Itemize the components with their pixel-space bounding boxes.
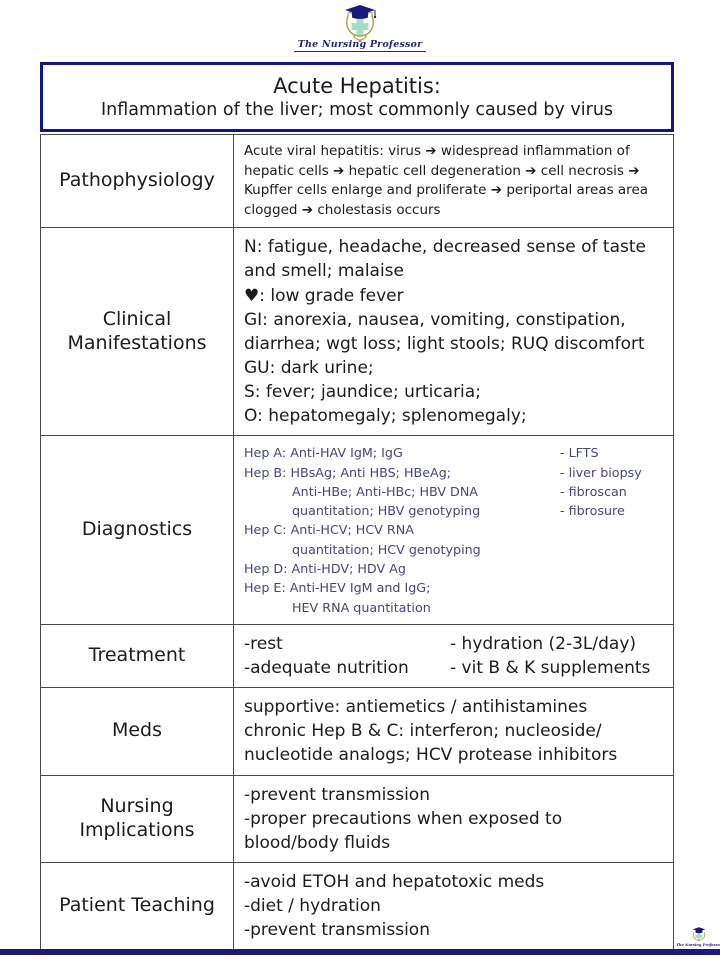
body-line: Hep C: Anti-HCV; HCV RNA [244,522,414,538]
body-line: - hydration (2-3L/day) [450,633,637,654]
treatment-right-column: - hydration (2-3L/day) - vit B & K suppl… [444,632,667,680]
body-line: -proper precautions when exposed to [244,808,563,829]
body-line: quantitation; HBV genotyping [292,503,481,519]
body-line: -avoid ETOH and hepatotoxic meds [244,871,545,892]
page-title: Acute Hepatitis: [273,73,441,98]
table-row: Pathophysiology Acute viral hepatitis: v… [40,133,674,229]
row-label-line: Clinical [102,308,172,330]
body-line: HEV RNA quantitation [292,599,431,615]
row-body-diagnostics: Hep A: Anti-HAV IgM; IgG Hep B: HBsAg; A… [233,435,674,625]
body-line: - liver biopsy [560,464,642,480]
row-body-meds: supportive: antiemetics / antihistamines… [233,687,674,776]
row-label-line: Nursing [100,794,174,817]
body-line: nucleotide analogs; HCV protease inhibit… [244,745,618,766]
body-line: -rest [244,633,283,654]
body-line: chronic Hep B & C: interferon; nucleosid… [244,721,602,742]
row-label-diagnostics: Diagnostics [40,435,234,625]
body-line: Acute viral hepatitis: virus ➔ widesprea… [244,143,630,159]
row-body-pathophysiology: Acute viral hepatitis: virus ➔ widesprea… [233,133,674,229]
table-row: Diagnostics Hep A: Anti-HAV IgM; IgG Hep… [40,435,674,625]
body-line: supportive: antiemetics / antihistamines [244,697,588,718]
body-line: GU: dark urine; [244,357,374,378]
body-line: - fibrosure [560,503,625,519]
row-label-line: Implications [79,818,195,841]
body-line: -diet / hydration [244,896,381,917]
body-line: blood/body fluids [244,832,391,853]
graduation-cap-medical-cross-stethoscope-logo-icon [334,2,386,42]
page-subtitle: Inflammation of the liver; most commonly… [100,99,614,120]
row-label-pathophysiology: Pathophysiology [40,133,234,229]
body-line: -prevent transmission [244,920,430,941]
row-body-patient-teaching: -avoid ETOH and hepatotoxic meds -diet /… [233,861,674,951]
footer-rule [0,949,720,955]
table-row: Clinical Manifestations N: fatigue, head… [40,227,674,437]
body-line: Hep A: Anti-HAV IgM; IgG [244,445,403,461]
footer-tagline: The Nursing Professor [676,942,720,947]
body-line: hepatic cells ➔ hepatic cell degeneratio… [244,162,640,179]
body-line: Anti-HBe; Anti-HBc; HBV DNA [292,483,478,499]
footer-watermark: The Nursing Professor [676,926,720,950]
body-line: Hep E: Anti-HEV IgM and IgG; [244,580,431,596]
row-label-clinical-manifestations: Clinical Manifestations [40,227,234,437]
graduation-cap-medical-cross-stethoscope-logo-icon [688,926,710,943]
body-line: Hep D: Anti-HDV; HDV Ag [244,561,406,577]
table-row: Nursing Implications -prevent transmissi… [40,774,674,863]
body-line: Kupffer cells enlarge and proliferate ➔ … [244,182,649,199]
row-label-patient-teaching: Patient Teaching [40,861,234,951]
body-line: - fibroscan [560,483,627,499]
body-line: ♥: low grade fever [244,285,404,306]
body-line: clogged ➔ cholestasis occurs [244,201,441,218]
body-line: S: fever; jaundice; urticaria; [244,382,481,402]
row-label-line: Manifestations [67,331,207,354]
body-line: GI: anorexia, nausea, vomiting, constipa… [244,309,626,330]
body-line: and smell; malaise [244,261,404,282]
body-line: - vit B & K supplements [450,658,651,679]
hepatitis-content-table: Pathophysiology Acute viral hepatitis: v… [40,133,674,951]
body-line: -adequate nutrition [244,658,409,679]
diagnostics-right-column: - LFTS - liver biopsy - fibroscan - fibr… [544,443,667,617]
row-body-nursing-implications: -prevent transmission -proper precaution… [233,774,674,863]
table-row: Treatment -rest -adequate nutrition - hy… [40,623,674,689]
body-line: Hep B: HBsAg; Anti HBS; HBeAg; [244,464,452,480]
body-line: quantitation; HCV genotyping [292,541,481,557]
table-row: Meds supportive: antiemetics / antihista… [40,687,674,776]
row-body-clinical-manifestations: N: fatigue, headache, decreased sense of… [233,227,674,437]
row-label-nursing-implications: Nursing Implications [40,774,234,863]
treatment-left-column: -rest -adequate nutrition [244,632,444,680]
body-line: diarrhea; wgt loss; light stools; RUQ di… [244,333,645,354]
body-line: O: hepatomegaly; splenomegaly; [244,406,527,427]
body-line: - LFTS [560,445,599,461]
table-row: Patient Teaching -avoid ETOH and hepatot… [40,861,674,951]
body-line: N: fatigue, headache, decreased sense of… [244,237,646,258]
row-label-treatment: Treatment [40,623,234,689]
brand-header: The Nursing Professor [0,0,720,62]
row-body-treatment: -rest -adequate nutrition - hydration (2… [233,623,674,689]
brand-tagline: The Nursing Professor [293,39,427,53]
diagnostics-left-column: Hep A: Anti-HAV IgM; IgG Hep B: HBsAg; A… [244,443,544,617]
row-label-meds: Meds [40,687,234,776]
body-line: -prevent transmission [244,784,430,805]
page-title-banner: Acute Hepatitis: Inflammation of the liv… [40,62,674,132]
